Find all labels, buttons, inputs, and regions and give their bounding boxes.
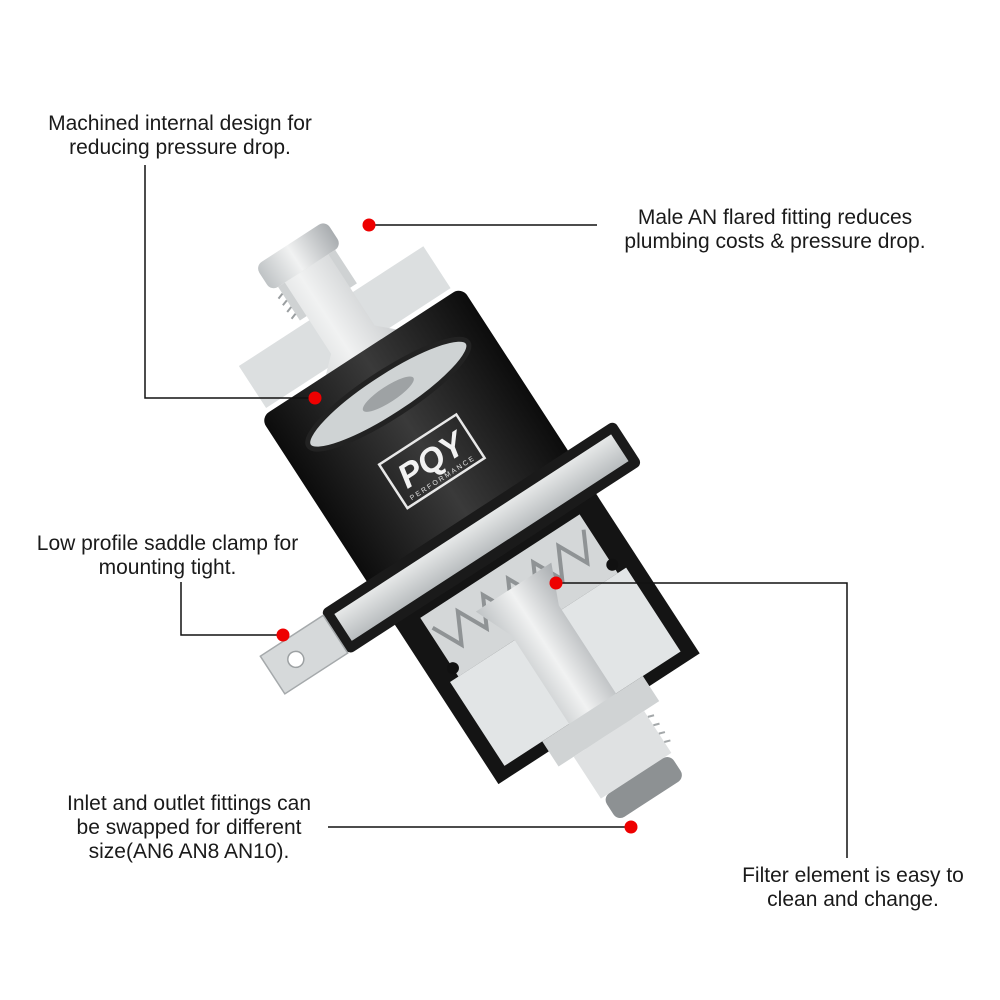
marker-dot-icon — [362, 218, 376, 232]
callout-male-an-fitting: Male AN flared fitting reduces plumbing … — [624, 206, 926, 253]
callout-swappable-fittings: Inlet and outlet fittings can be swapped… — [67, 792, 311, 863]
callout-machined-internal: Machined internal design for reducing pr… — [48, 112, 312, 159]
marker-dots — [276, 218, 638, 834]
marker-dot-icon — [276, 628, 290, 642]
bottom-an-fitting — [542, 676, 682, 818]
marker-dot-icon — [624, 820, 638, 834]
marker-dot-icon — [549, 576, 563, 590]
callout-filter-element: Filter element is easy to clean and chan… — [742, 864, 964, 911]
filter-body: PQY PERFORMANCE — [238, 223, 700, 818]
marker-dot-icon — [308, 391, 322, 405]
leader-line-clamp — [180, 582, 283, 636]
leader-line-filter — [556, 582, 848, 858]
saddle-clamp — [259, 422, 641, 695]
filter-element-mesh — [431, 529, 590, 649]
leader-lines — [144, 165, 848, 858]
callout-saddle-clamp: Low profile saddle clamp for mounting ti… — [36, 532, 299, 579]
leader-line-machined — [144, 165, 315, 399]
